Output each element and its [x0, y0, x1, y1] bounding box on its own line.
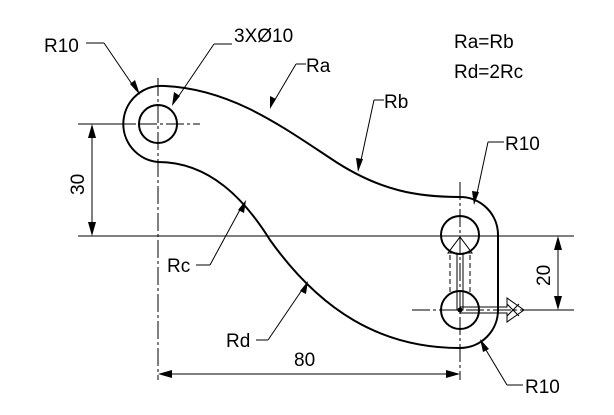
callout-ra-text: Ra	[306, 56, 331, 77]
callout-rb-leader	[359, 99, 375, 166]
callout-rb-arrowhead	[356, 158, 363, 172]
callout-r10-right: R10	[472, 134, 540, 205]
note-ra-equals-rb: Ra=Rb	[454, 32, 514, 53]
callout-r10-right-leader	[475, 141, 489, 199]
callout-rc-text: Rc	[167, 256, 190, 277]
callout-r10-top-left-leader	[103, 42, 137, 91]
center-lines	[78, 78, 574, 380]
callout-rb-text: Rb	[384, 92, 408, 113]
callout-holes: 3XØ10	[172, 26, 293, 106]
callout-ra-arrowhead	[270, 96, 276, 109]
dim-left-arrow-top	[88, 124, 96, 138]
callout-r10-bottom-text: R10	[525, 377, 560, 398]
callout-r10-right-arrowhead	[472, 191, 479, 205]
callout-r10-bottom-arrowhead	[480, 339, 489, 352]
direction-arrows	[447, 236, 525, 323]
dimension-vertical-right: 20	[520, 236, 574, 311]
callout-rc-arrowhead	[238, 200, 246, 213]
notes: Ra=Rb Rd=2Rc	[454, 32, 523, 83]
vertical-hollow-arrow	[447, 236, 473, 311]
callout-rd-arrowhead	[300, 281, 308, 294]
note-rd-equals-2rc: Rd=2Rc	[454, 62, 523, 83]
horizontal-hollow-arrow	[459, 297, 525, 323]
callout-rc-leader	[209, 205, 243, 266]
callout-r10-right-text: R10	[505, 134, 540, 155]
dimension-vertical-left: 30	[68, 123, 135, 236]
callout-rd: Rd	[226, 281, 308, 352]
callout-r10-bottom-leader	[482, 344, 508, 386]
dim-left-arrow-bottom	[88, 222, 96, 236]
callout-holes-leader	[175, 43, 215, 101]
callout-r10-top-left-text: R10	[44, 36, 79, 57]
dim-left-value: 30	[68, 174, 89, 195]
dim-right-arrow-top	[554, 236, 562, 250]
dim-right-arrow-bottom	[554, 296, 562, 310]
callout-rc: Rc	[167, 200, 246, 277]
callout-rb: Rb	[356, 92, 408, 172]
cross-mark-b	[506, 303, 520, 317]
callout-rd-text: Rd	[226, 331, 250, 352]
callout-r10-top-left: R10	[44, 36, 140, 95]
dim-right-value: 20	[534, 265, 555, 286]
outer-profile	[122, 84, 499, 349]
callout-r10-top-left-arrowhead	[130, 80, 140, 95]
callout-r10-bottom: R10	[480, 339, 560, 398]
callout-holes-arrowhead	[172, 92, 180, 106]
callout-holes-text: 3XØ10	[234, 26, 293, 47]
callout-rd-leader	[267, 286, 305, 341]
dim-bottom-arrow-left	[158, 370, 172, 378]
callout-ra-leader	[272, 63, 297, 104]
dim-bottom-arrow-right	[446, 370, 460, 378]
part-outline	[122, 84, 499, 349]
callout-ra: Ra	[270, 56, 331, 109]
dim-bottom-value: 80	[294, 350, 315, 371]
dimension-horizontal-bottom: 80	[158, 350, 460, 378]
